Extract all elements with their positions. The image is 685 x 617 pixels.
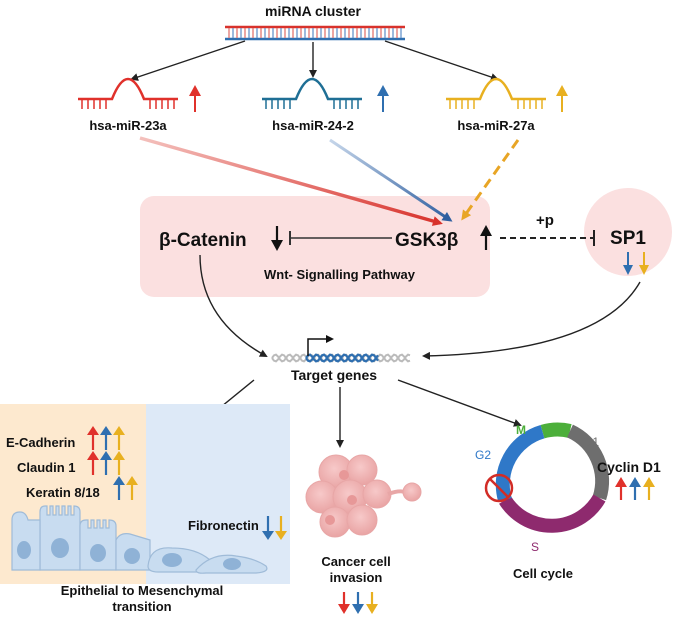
invasion-down-arrows-icon (338, 592, 378, 614)
cyclin-up-arrows-icon (615, 477, 655, 500)
phase-s-label: S (531, 540, 539, 554)
sp1-label: SP1 (610, 228, 646, 249)
mir23a-up-arrow-icon (189, 85, 201, 112)
promoter-arrow-icon (307, 335, 334, 356)
cyclin-d1-label: Cyclin D1 (597, 459, 661, 475)
invasion-label-line2: invasion (330, 570, 383, 585)
invasion-label-line1: Cancer cell (321, 554, 390, 569)
target-gene-dna-icon (271, 353, 411, 363)
mir23a-label: hsa-miR-23a (89, 118, 167, 133)
arrow-catenin-to-target (199, 254, 268, 357)
phase-g1-arc (566, 424, 610, 501)
cancer-cell-cluster-icon (305, 454, 422, 538)
cluster-dna (225, 25, 405, 41)
checkpoint-block-icon (484, 473, 514, 503)
sp1-circle (584, 188, 672, 276)
cluster-title: miRNA cluster (265, 3, 362, 19)
beta-catenin-label: β-Catenin (159, 230, 247, 251)
sp1-yellow-down-arrow-icon (639, 252, 649, 275)
epithelial-cells-icon (39, 505, 151, 571)
gsk3b-inhibits-catenin-line (289, 231, 392, 245)
sp1-blue-down-arrow-icon (623, 252, 633, 275)
emt-gene-keratin: Keratin 8/18 (26, 485, 100, 500)
phase-m-label: M (516, 423, 526, 437)
emt-gene-claudin: Claudin 1 (17, 460, 76, 475)
claudin-up-arrows-icon (87, 451, 125, 475)
phase-s-arc (499, 494, 606, 533)
arrow-cluster-to-mir23a (130, 40, 246, 81)
wnt-pathway-box (140, 196, 490, 297)
emt-title-line2: transition (112, 599, 171, 614)
ecadherin-up-arrows-icon (87, 426, 125, 450)
phase-m-arc (540, 422, 572, 439)
phase-g2-arc (495, 424, 545, 502)
phase-g1-label: G1 (583, 435, 599, 449)
mir27a-hairpin-icon (446, 77, 546, 109)
beta-catenin-down-arrow-icon (271, 226, 283, 251)
mesenchymal-cells-icon (11, 511, 268, 574)
emt-gene-fibronectin: Fibronectin (188, 518, 259, 533)
gsk3b-up-arrow-icon (480, 225, 492, 250)
wnt-pathway-label: Wnt- Signalling Pathway (264, 267, 416, 282)
arrow-mir27a-to-gsk3b (461, 139, 520, 221)
mir24-hairpin-icon (262, 77, 362, 109)
arrow-cluster-to-mir27a (384, 40, 499, 81)
mir24-label: hsa-miR-24-2 (272, 118, 354, 133)
mir24-up-arrow-icon (377, 85, 389, 112)
gsk3b-label: GSK3β (395, 230, 458, 251)
gsk3b-phosphorylates-sp1-line (500, 230, 595, 246)
keratin-up-arrows-icon (113, 476, 138, 500)
phospho-label: +p (536, 212, 554, 229)
arrow-target-to-cell-cycle (397, 379, 522, 427)
mir27a-label: hsa-miR-27a (457, 118, 535, 133)
arrow-mir24-to-gsk3b (329, 138, 453, 222)
cell-cycle-title: Cell cycle (513, 566, 573, 581)
phase-g2-label: G2 (475, 448, 491, 462)
emt-title-line1: Epithelial to Mesenchymal (61, 583, 224, 598)
arrow-sp1-to-target (422, 281, 641, 360)
cell-cycle-ring (495, 422, 610, 533)
fibronectin-down-arrows-icon (262, 516, 287, 540)
arrow-mir23a-to-gsk3b (139, 136, 443, 226)
mir23a-hairpin-icon (78, 77, 178, 109)
emt-gene-ecadherin: E-Cadherin (6, 435, 75, 450)
target-genes-label: Target genes (291, 367, 377, 383)
mir27a-up-arrow-icon (556, 85, 568, 112)
